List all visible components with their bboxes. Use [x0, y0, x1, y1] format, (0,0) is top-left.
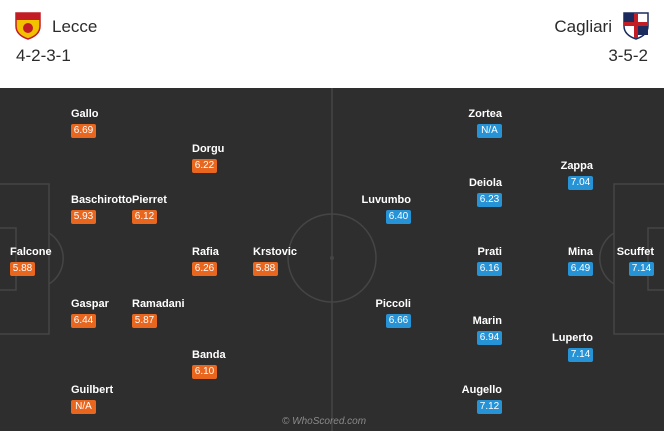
player-rating: 6.23 [477, 193, 502, 207]
player-rating: 6.66 [386, 314, 411, 328]
player-name: Guilbert [71, 384, 114, 396]
player-name: Piccoli [375, 298, 411, 310]
watermark: © WhoScored.com [282, 416, 367, 427]
player-rating: 7.14 [568, 348, 593, 362]
cagliari-crest-icon [623, 12, 649, 40]
player-name: Krstovic [253, 246, 298, 258]
home-formation: 4-2-3-1 [16, 46, 71, 65]
player-rating: 6.16 [477, 262, 502, 276]
player-name: Deiola [468, 177, 502, 189]
player-rating: 6.69 [71, 124, 96, 138]
player-name: Rafia [192, 246, 219, 258]
away-team-name: Cagliari [554, 17, 612, 36]
player-name: Gallo [71, 108, 99, 120]
player-name: Gaspar [71, 298, 109, 310]
player-rating: 6.40 [386, 210, 411, 224]
player-rating: 6.94 [477, 331, 502, 345]
player-rating: 6.10 [192, 365, 217, 379]
pitch-lines [0, 88, 664, 431]
player-rating: 6.22 [192, 159, 217, 173]
player-rating: 6.44 [71, 314, 96, 328]
player-name: Zappa [560, 160, 593, 172]
player-name: Luperto [552, 332, 593, 344]
away-formation: 3-5-2 [608, 46, 648, 65]
player-name: Zortea [468, 108, 502, 120]
player-name: Scuffet [616, 246, 654, 258]
player-name: Luvumbo [361, 194, 412, 206]
player-rating: 7.12 [477, 400, 502, 414]
lineup-header: Lecce 4-2-3-1 Cagliari 3-5-2 [0, 0, 664, 88]
player-name: Dorgu [192, 143, 225, 155]
player-name: Mina [567, 246, 593, 258]
player-rating: 6.12 [132, 210, 157, 224]
player-rating: 5.93 [71, 210, 96, 224]
player-name: Baschirotto [71, 194, 133, 206]
player-rating: 6.49 [568, 262, 593, 276]
player-rating: 6.26 [192, 262, 217, 276]
player-name: Marin [472, 315, 502, 327]
player-rating: 7.04 [568, 176, 593, 190]
player-name: Banda [192, 349, 226, 361]
home-team-name: Lecce [52, 17, 98, 36]
player-rating: N/A [71, 400, 96, 414]
player-name: Ramadani [132, 298, 185, 310]
pitch: Gallo 6.69 Dorgu 6.22 Baschirotto 5.93 P… [0, 88, 664, 431]
player-rating: N/A [477, 124, 502, 138]
player-name: Augello [461, 384, 502, 396]
player-name: Prati [477, 246, 502, 258]
player-rating: 5.88 [10, 262, 35, 276]
player-name: Pierret [132, 194, 167, 206]
player-rating: 5.88 [253, 262, 278, 276]
player-name: Falcone [10, 246, 52, 258]
player-rating: 7.14 [629, 262, 654, 276]
lecce-crest-icon [15, 12, 41, 40]
player-rating: 5.87 [132, 314, 157, 328]
